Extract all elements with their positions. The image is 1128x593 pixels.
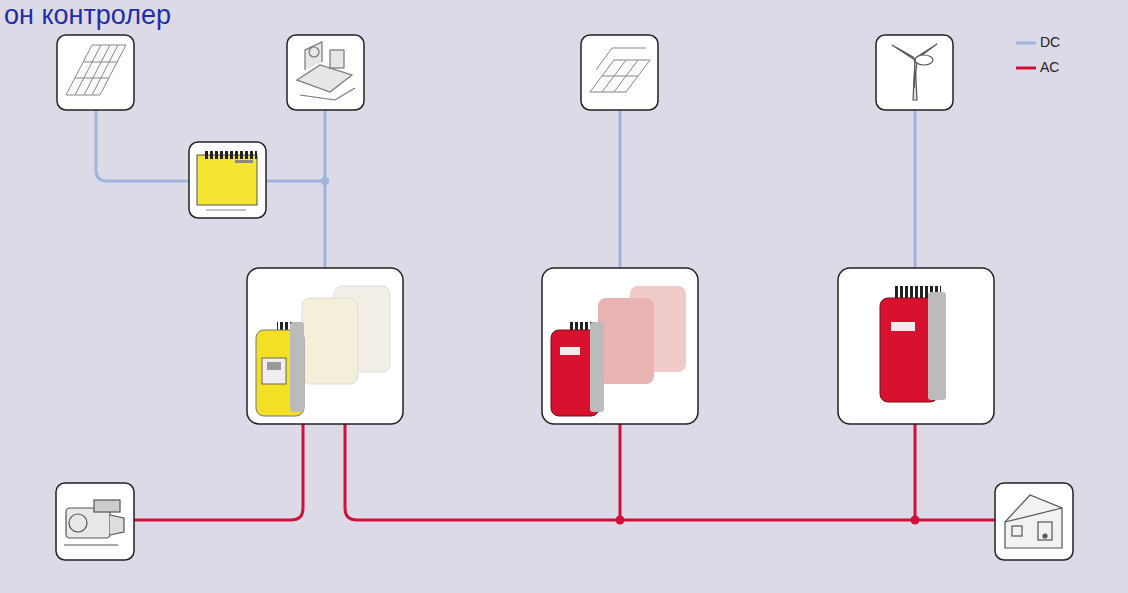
legend-label: DC bbox=[1040, 34, 1060, 50]
dc-wire bbox=[96, 110, 915, 268]
house bbox=[1005, 495, 1062, 548]
battery-inverter bbox=[256, 286, 390, 416]
wind-inverter bbox=[880, 286, 946, 402]
wind-turbine bbox=[892, 44, 937, 100]
page-title: он контролер bbox=[4, 0, 171, 31]
pv-inverter bbox=[551, 286, 686, 416]
legend-line bbox=[1016, 67, 1036, 70]
ac-wire bbox=[134, 424, 995, 520]
legend-label: AC bbox=[1040, 59, 1059, 75]
legend-line bbox=[1016, 42, 1036, 45]
diesel-generator bbox=[64, 500, 124, 545]
solar-panel bbox=[66, 45, 126, 95]
junction-dot bbox=[321, 177, 329, 185]
solar-panel bbox=[590, 48, 650, 92]
icon-frame bbox=[56, 35, 1073, 560]
hydro-plant bbox=[297, 42, 355, 100]
junction-dot bbox=[911, 516, 920, 525]
charge-controller bbox=[197, 151, 257, 210]
junction-dot bbox=[616, 516, 625, 525]
